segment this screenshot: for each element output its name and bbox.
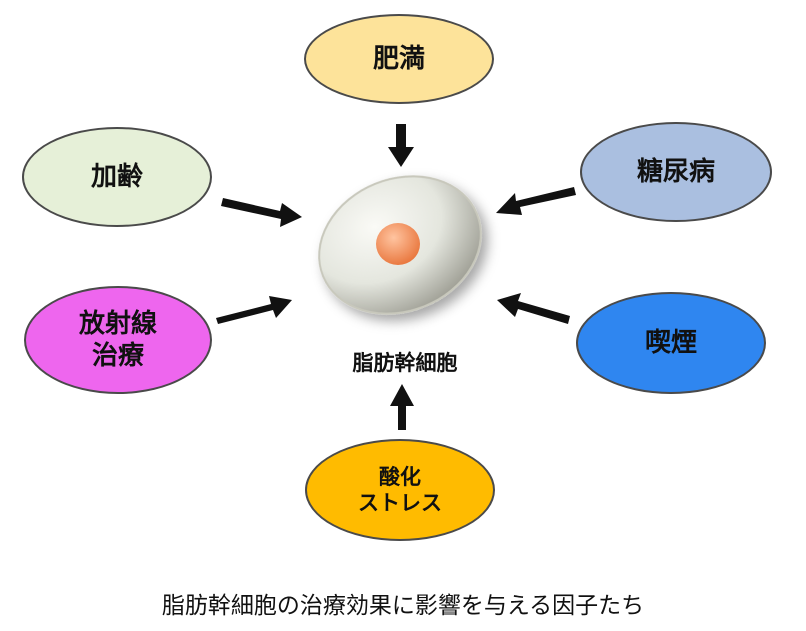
caption: 脂肪幹細胞の治療効果に影響を与える因子たち bbox=[161, 593, 645, 619]
center-label: 脂肪幹細胞 bbox=[352, 351, 458, 375]
arrow-smoking bbox=[497, 293, 570, 324]
factor-smoking: 喫煙 bbox=[576, 292, 766, 394]
factor-obesity: 肥満 bbox=[304, 14, 494, 104]
factor-radiation-therapy: 放射線 治療 bbox=[24, 286, 212, 394]
factor-radiation-label: 放射線 治療 bbox=[78, 308, 157, 372]
factor-diabetes: 糖尿病 bbox=[580, 122, 772, 222]
factor-oxidative-stress: 酸化 ストレス bbox=[305, 439, 495, 541]
arrow-oxidative bbox=[390, 384, 414, 430]
arrow-aging bbox=[221, 198, 302, 227]
arrow-obesity bbox=[388, 124, 414, 167]
stem-cell-illustration bbox=[318, 175, 482, 315]
factor-aging: 加齢 bbox=[22, 127, 212, 227]
factor-oxidative-label: 酸化 ストレス bbox=[358, 464, 442, 515]
factor-aging-label: 加齢 bbox=[90, 161, 143, 192]
factor-obesity-label: 肥満 bbox=[372, 43, 425, 74]
cell-nucleus bbox=[376, 223, 420, 265]
arrow-diabetes bbox=[496, 187, 576, 215]
factor-smoking-label: 喫煙 bbox=[644, 327, 697, 358]
arrow-radiation bbox=[216, 296, 292, 324]
factor-diabetes-label: 糖尿病 bbox=[636, 156, 715, 187]
